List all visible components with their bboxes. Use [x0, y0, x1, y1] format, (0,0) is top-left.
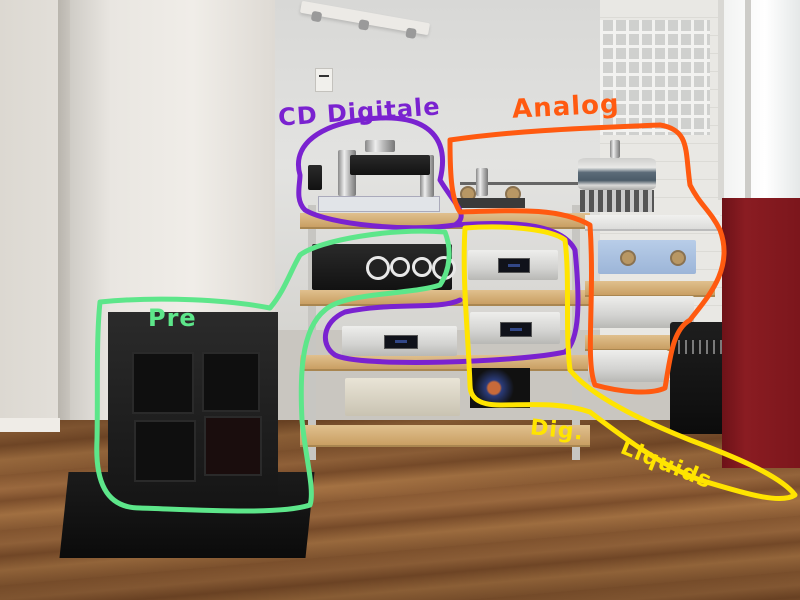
wall-switch	[315, 68, 333, 92]
input-knob-icon	[432, 256, 456, 280]
dac-upper	[468, 250, 558, 280]
cd-player-display	[384, 335, 418, 349]
rack-shelf	[585, 215, 720, 231]
annotation-label-pre: Pre	[148, 304, 197, 332]
phono-power-supply	[588, 350, 668, 382]
cd-transport-weight	[308, 165, 322, 190]
rack-shelf	[300, 290, 590, 306]
preamp-panel	[132, 352, 194, 414]
cd-player-lower	[342, 326, 457, 356]
spotlight-icon	[310, 10, 323, 23]
preamp-panel	[202, 352, 260, 412]
dac-display	[500, 322, 532, 337]
phono-preamp	[598, 240, 696, 274]
annotation-label-analog: Analog	[511, 89, 621, 125]
turntable-spindle	[610, 140, 620, 158]
tonearm-base	[455, 198, 525, 208]
subwoofer-controls	[678, 340, 722, 354]
baseboard	[0, 418, 60, 432]
cd-transport-base	[318, 196, 440, 212]
rack-shelf	[300, 355, 590, 371]
dac-display	[498, 258, 530, 273]
preamplifier	[108, 312, 278, 498]
selector-knob-icon	[390, 257, 410, 277]
dac-lower	[470, 312, 560, 344]
tonearm-post	[476, 168, 488, 196]
integrated-amplifier	[312, 244, 456, 290]
phono-knob-icon	[620, 250, 636, 266]
window	[718, 0, 800, 200]
rack-shelf	[585, 281, 715, 297]
wall-grid-shelf	[600, 20, 710, 135]
window-frame	[745, 0, 751, 200]
turntable-platter	[578, 158, 656, 190]
volume-knob-icon	[366, 256, 390, 280]
preamp-panel	[204, 416, 262, 476]
power-amplifier	[345, 378, 460, 416]
cd-transport-body	[350, 155, 430, 175]
rack-shelf	[300, 213, 590, 229]
tube-amplifier	[470, 368, 530, 408]
preamp-panel	[134, 420, 196, 482]
loudspeaker	[722, 198, 800, 468]
phono-knob-icon	[670, 250, 686, 266]
spotlight-icon	[357, 19, 370, 31]
balance-knob-icon	[412, 257, 432, 277]
cd-clamp	[365, 140, 395, 152]
turntable-feet	[580, 190, 654, 212]
spotlight-icon	[405, 27, 417, 40]
